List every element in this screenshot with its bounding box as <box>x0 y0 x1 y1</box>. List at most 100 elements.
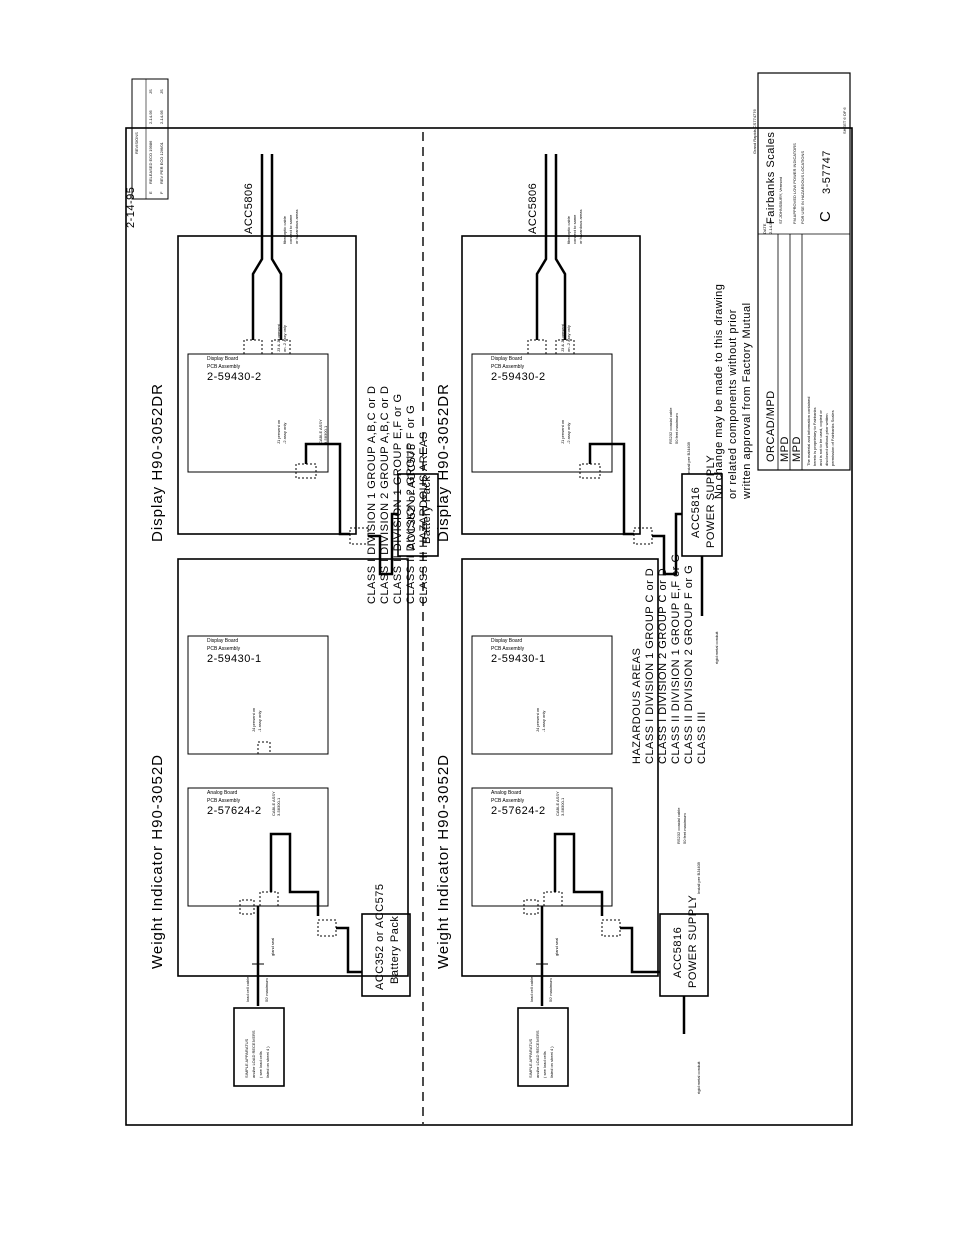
bottom-fiber-cable-1 <box>535 154 548 340</box>
top-dr-battery-1: ACC352 or ACC575 <box>406 444 418 550</box>
tb-grand: Grand Rapids CS774776 <box>752 109 757 154</box>
bottom-cable-assy-b: 3-58300-1 <box>560 797 565 816</box>
tb-desc-2: FOR USE IN HAZARDOUS LOCATIONS <box>800 151 805 224</box>
top-dr-battery-pack <box>397 473 439 557</box>
tb-sheet: SHEET 6 OF 6 <box>842 107 847 134</box>
tb-size: C <box>817 210 834 222</box>
bottom-fiber-3: or hazardous areas <box>578 210 583 244</box>
revisions-header: REVISIONS <box>134 132 139 154</box>
top-j1-note-2: -2 assy only <box>282 423 287 444</box>
bottom-power-supply <box>659 913 709 997</box>
bottom-dr-ps-cable <box>652 512 682 576</box>
tb-desc-1: FM APPROVED LOW POWER INDICATORS <box>792 143 797 224</box>
top-battery-cable <box>336 926 362 974</box>
bottom-display-board-1 <box>471 635 613 755</box>
top-j1-note-1: J1 present on <box>276 420 281 444</box>
bottom-j1-connector <box>601 919 621 937</box>
bottom-dr-cable <box>588 442 634 536</box>
top-fiber-cable-2 <box>270 154 283 340</box>
fm-note-1: No change may be made to this drawing <box>713 284 725 499</box>
tb-date-label: DATE <box>762 223 767 234</box>
bottom-simple-apparatus-box <box>517 1007 569 1087</box>
bottom-j3-connector <box>543 891 563 907</box>
top-sa-3: ( see load cells <box>258 1051 263 1078</box>
top-analog-name: Analog Board <box>207 790 238 796</box>
bottom-analog-cable <box>553 832 604 916</box>
top-load-cell-label: load cell cable <box>245 976 250 1002</box>
rev-e-date: 2-14-95 <box>148 109 153 124</box>
top-class-1: CLASS I DIVISION 1 GROUP A,B,C or D <box>366 386 378 604</box>
bottom-class-4: CLASS II DIVISION 2 GROUP F or G <box>683 565 695 764</box>
bottom-j4-note-2: -1 assy only <box>541 711 546 732</box>
bottom-ps-1: ACC5816 <box>672 927 684 978</box>
bottom-j5-connector-dr <box>555 339 575 355</box>
bottom-class-3: CLASS II DIVISION 1 GROUP E,F or G <box>670 553 682 764</box>
bottom-dr-conduit-label: rigid metal conduit <box>714 631 719 664</box>
bottom-display2-name: Display Board <box>491 356 522 362</box>
bottom-dr-ps-1: ACC5816 <box>690 487 702 538</box>
tb-prop-5: permission of Fairbanks Scales <box>830 410 835 466</box>
tb-dwg-no: 3-57747 <box>821 150 833 194</box>
top-j3-connector <box>259 891 279 907</box>
sheet-border <box>125 127 853 1126</box>
top-sa-1: SIMPLE APPARATUS <box>244 1038 249 1078</box>
top-display1-name: Display Board <box>207 638 238 644</box>
top-dr-battery-cable <box>368 512 398 576</box>
bottom-dr-ps-2: POWER SUPPLY <box>705 455 717 548</box>
bottom-fiber-cable-2 <box>554 154 567 340</box>
bottom-indicator-title: Weight Indicator H90-3052D <box>435 754 452 969</box>
bottom-ps-cable <box>620 926 660 974</box>
bottom-acc5806: ACC5806 <box>527 183 539 234</box>
top-j3-connector-dr <box>243 339 263 355</box>
tb-city: ST.JOHNSBURY, Vermont <box>778 176 783 224</box>
top-display1-part: 2-59430-1 <box>207 653 262 665</box>
bottom-analog-pcb: PCB Assembly <box>491 798 525 804</box>
bottom-gland-seal-label: gland seal <box>554 938 559 956</box>
rev-f-date: 2-14-95 <box>159 109 164 124</box>
bottom-display1-part: 2-59430-1 <box>491 653 546 665</box>
bottom-load-cell-label: load cell cable <box>529 976 534 1002</box>
bottom-sa-4: listed on sheet 4 ) <box>549 1046 554 1078</box>
top-dr-cable <box>304 442 350 536</box>
bottom-j1-note-2: -2 assy only <box>566 423 571 444</box>
bottom-dr-rs232-1: RS232 coaxial cable <box>668 407 673 444</box>
rev-f-text: REV PER ECO 12/6/01 <box>159 141 164 184</box>
top-cable-assy-1a: CABLE ASSY <box>271 791 276 816</box>
bottom-max-len: 50' maximum <box>548 978 553 1002</box>
top-cable-assy-2a: CABLE ASSY <box>318 419 323 444</box>
top-indicator-title: Weight Indicator H90-3052D <box>149 754 166 969</box>
bottom-fiber-2: connect to same <box>572 214 577 244</box>
top-display1-pcb: PCB Assembly <box>207 646 241 652</box>
bottom-indicator-enclosure <box>461 558 659 977</box>
bottom-display1-pcb: PCB Assembly <box>491 646 525 652</box>
bottom-display2-pcb: PCB Assembly <box>491 364 525 370</box>
top-class-2: CLASS I DIVISION 2 GROUP A,B,C or D <box>379 386 391 604</box>
title-block: ORCAD/MPD DATE 2-14-95 MPD MPD The mater… <box>752 72 851 471</box>
bottom-j3j5-note-1: J3 & J5 present <box>560 323 565 352</box>
rev-e-by: JS <box>148 89 153 94</box>
top-tb1-connector <box>239 899 255 915</box>
top-fiber-2: connect to same <box>288 214 293 244</box>
top-simple-apparatus-box <box>233 1007 285 1087</box>
rev-f-by: JS <box>159 89 164 94</box>
rotated-drawing: Weight Indicator H90-3052D Display H90-3… <box>125 72 851 1094</box>
bottom-j3j5-note-2: on -2 assy only <box>566 325 571 352</box>
top-dr-battery-2: Battery Pack <box>421 476 433 544</box>
revisions-table <box>131 78 169 200</box>
top-j3j5-note-2: on -2 assy only <box>282 325 287 352</box>
bottom-dr-rs232-2: 50 feet maximum <box>674 413 679 444</box>
top-j4-connector <box>257 741 271 755</box>
top-fiber-cable-1 <box>251 154 264 340</box>
top-max-len: 50' maximum <box>264 978 269 1002</box>
bottom-sa-2: and/or LOAD RECEIVERS <box>535 1030 540 1078</box>
bottom-install-label: Install per BJ4409 <box>696 861 701 894</box>
top-sa-4: listed on sheet 4 ) <box>265 1046 270 1078</box>
bottom-sa-3: ( see load cells <box>542 1051 547 1078</box>
top-display2-pcb: PCB Assembly <box>207 364 241 370</box>
top-class-4: CLASS II DIVISION 2 GROUP F or G <box>405 405 417 604</box>
tb-company: Fairbanks Scales <box>765 132 777 224</box>
tb-prop-2: herein is proprietary to Fairbanks <box>812 408 817 466</box>
bottom-analog-part: 2-57624-2 <box>491 805 546 817</box>
bottom-analog-name: Analog Board <box>491 790 522 796</box>
